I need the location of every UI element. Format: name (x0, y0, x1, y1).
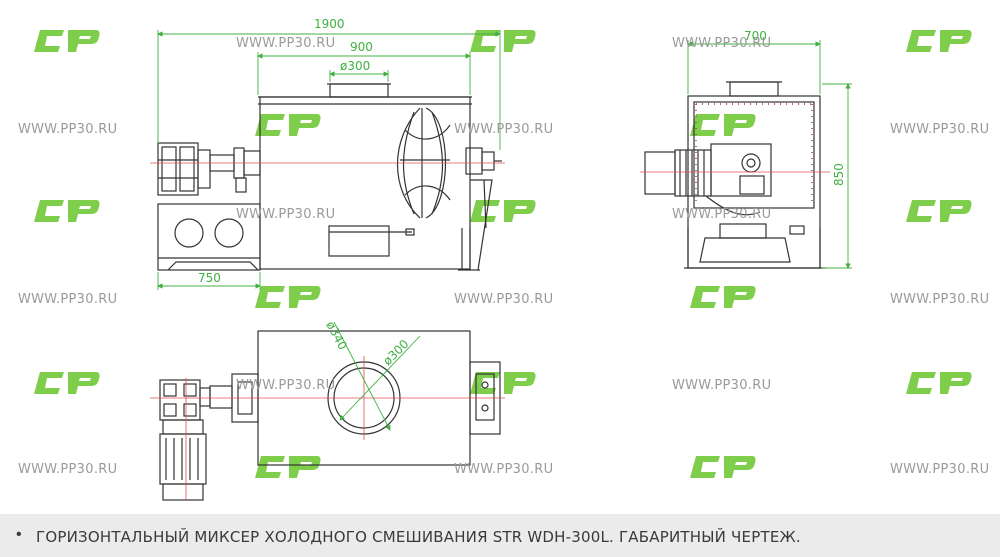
front-top-inlet (329, 83, 389, 98)
watermark-text: WWW.PP30.RU (890, 122, 990, 137)
pp-logo-icon (255, 284, 321, 310)
pp-logo-icon (470, 198, 536, 224)
dim-side-width: 700 (744, 29, 767, 43)
dim-front-overall: 1900 (314, 17, 345, 31)
watermark-text: WWW.PP30.RU (672, 36, 772, 51)
watermark-text: WWW.PP30.RU (454, 292, 554, 307)
front-gearbox (157, 142, 199, 196)
top-gearbox (159, 379, 201, 421)
watermark-text: WWW.PP30.RU (18, 122, 118, 137)
watermark-text: WWW.PP30.RU (672, 378, 772, 393)
front-discharge (328, 225, 390, 257)
pp-logo-icon (34, 370, 100, 396)
pp-logo-icon (906, 370, 972, 396)
top-dimensions (333, 321, 421, 431)
watermark-text: WWW.PP30.RU (890, 462, 990, 477)
dim-top-inlet: ø300 (380, 337, 411, 368)
pp-logo-icon (255, 112, 321, 138)
watermark-text: WWW.PP30.RU (236, 36, 336, 51)
top-view (159, 330, 501, 501)
side-body (687, 95, 821, 269)
watermark-text: WWW.PP30.RU (18, 292, 118, 307)
watermark-text: WWW.PP30.RU (454, 122, 554, 137)
watermark-text: WWW.PP30.RU (236, 207, 336, 222)
pp-logo-icon (470, 370, 536, 396)
side-dimensions (687, 40, 852, 269)
dim-top-outer: ø340 (323, 319, 350, 352)
dim-front-body: 900 (350, 40, 373, 54)
caption-bar: • ГОРИЗОНТАЛЬНЫЙ МИКСЕР ХОЛОДНОГО СМЕШИВ… (0, 514, 1000, 557)
pp-logo-icon (906, 28, 972, 54)
dim-front-frame: 750 (198, 271, 221, 285)
dim-front-inlet: ø300 (340, 59, 370, 73)
side-gearbox (710, 143, 772, 197)
front-frame (157, 203, 261, 271)
front-frame-hole-right (214, 218, 244, 248)
pp-logo-icon (906, 198, 972, 224)
pp-logo-icon (690, 454, 756, 480)
watermark-text: WWW.PP30.RU (236, 378, 336, 393)
top-motor (159, 433, 207, 485)
pp-logo-icon (690, 112, 756, 138)
side-motor-fan (644, 151, 676, 195)
caption-bullet: • (16, 526, 22, 543)
front-view (157, 83, 502, 271)
dim-side-height: 850 (832, 163, 846, 186)
watermark-text: WWW.PP30.RU (890, 292, 990, 307)
pp-logo-icon (34, 28, 100, 54)
pp-logo-icon (690, 284, 756, 310)
technical-drawing: 1900 900 ø300 750 (150, 17, 852, 501)
side-bolt-pattern (695, 103, 813, 206)
front-frame-hole-left (174, 218, 204, 248)
watermark-text: WWW.PP30.RU (454, 462, 554, 477)
pp-logo-icon (34, 198, 100, 224)
side-top-inlet (729, 81, 779, 97)
caption-text: ГОРИЗОНТАЛЬНЫЙ МИКСЕР ХОЛОДНОГО СМЕШИВАН… (36, 528, 801, 546)
watermark-text: WWW.PP30.RU (672, 207, 772, 222)
pp-logo-icon (255, 454, 321, 480)
front-dimensions (157, 30, 501, 290)
watermark-text: WWW.PP30.RU (18, 462, 118, 477)
side-view (644, 81, 826, 269)
top-centerlines (150, 356, 505, 500)
